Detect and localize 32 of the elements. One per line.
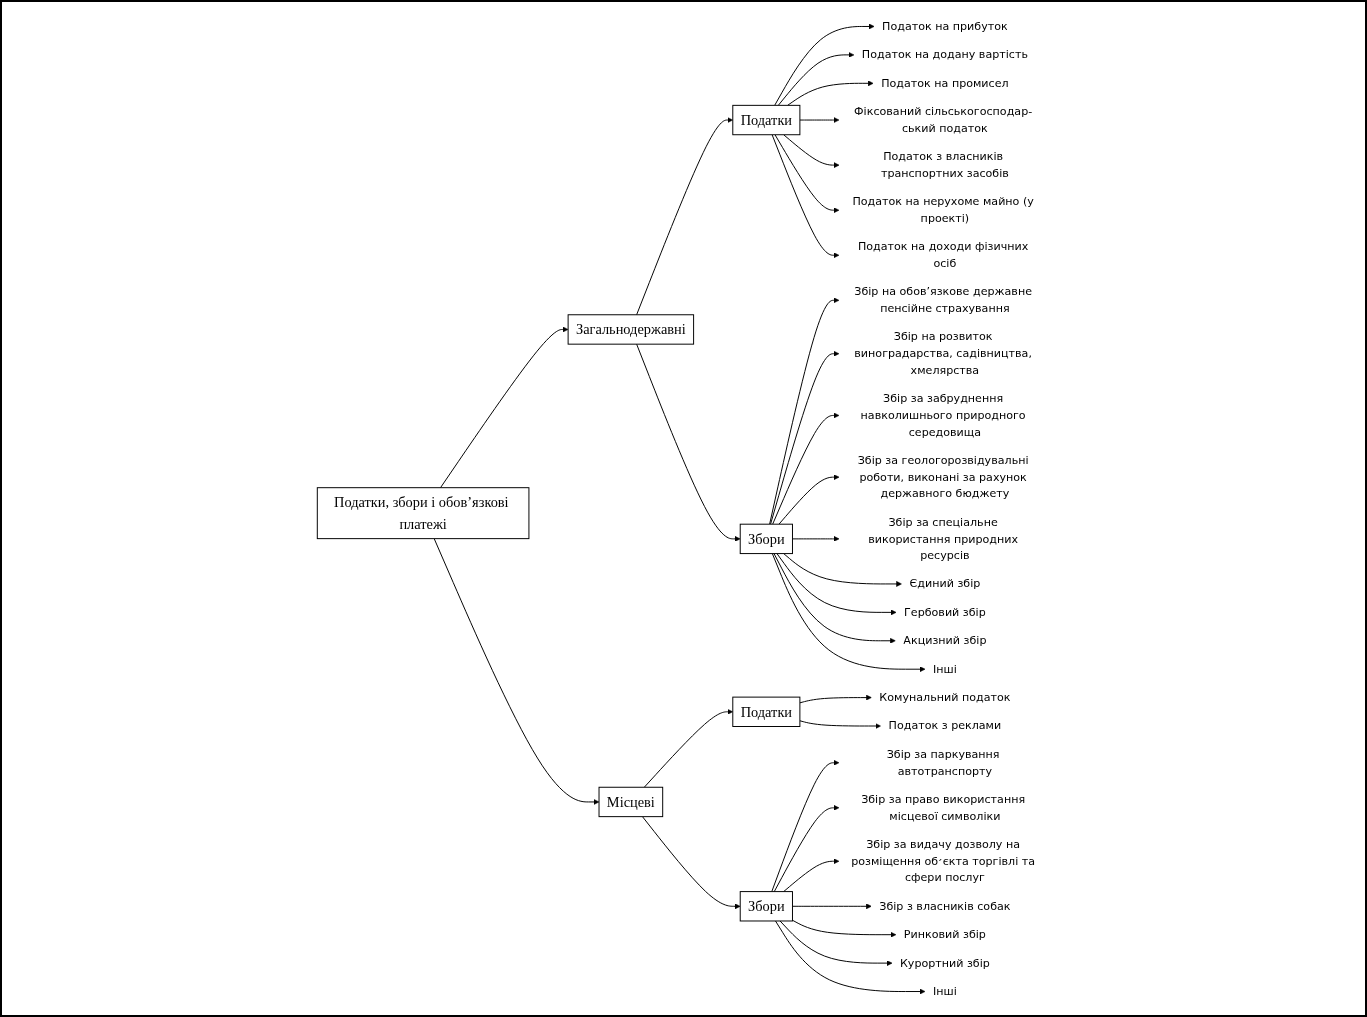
node-text: Гербовий збір: [903, 604, 986, 618]
node-text: Збір за паркування автотранспорту: [886, 746, 1000, 777]
node-text: Акцизний збір: [902, 633, 986, 647]
node-text: Ринковий збір: [903, 927, 986, 941]
node-text: Збір з власників собак: [878, 898, 1010, 912]
node-box: Податки: [731, 696, 800, 727]
node-text: Податок на додану вартість: [861, 47, 1028, 61]
node-box: Збори: [739, 523, 793, 554]
node-box: Збори: [739, 890, 793, 921]
node-box: Податки: [731, 104, 800, 135]
node-text: Податок на доходи фізичних осіб: [857, 239, 1028, 270]
node-text: Курортний збір: [899, 955, 990, 969]
node-text: Єдиний збір: [909, 576, 980, 590]
node-text: Податок з власників транспортних засобів: [880, 149, 1009, 179]
node-text: Збір за право використання місцевої символіки: [860, 791, 1025, 822]
node-text: Податок з реклами: [888, 718, 1001, 732]
node-text: Податок на промисел: [880, 75, 1009, 89]
node-text: Збір на розвиток виноградарства, садівництва, хмелярства: [853, 329, 1032, 376]
node-text: Податок на прибуток: [881, 18, 1008, 33]
node-text: Збір за спеціальне використання природних ресурсів: [867, 514, 1018, 562]
node-text: Збір на обов’язкове державне пенсійне страхування: [853, 284, 1032, 315]
node-text: Збір за геологорозвідувальні роботи, виконані за рахунок державного бюджету: [857, 452, 1029, 500]
node-text: Комунальний податок: [878, 690, 1010, 704]
node-text: Збір за забруднення навколишнього природного середовища: [860, 391, 1026, 438]
node-text: Інші: [932, 661, 957, 675]
node-text: Збір за видачу дозволу на розміщення об׳єкта торгівлі та сфери послуг: [850, 837, 1035, 884]
node-box: Податки, збори і обов’язкові платежі: [316, 486, 529, 539]
node-box: Місцеві: [598, 786, 663, 817]
node-text: Інші: [932, 984, 957, 998]
node-text: Податок на нерухоме майно (у проекті): [851, 194, 1034, 225]
node-box: Загальнодержавні: [567, 313, 694, 345]
node-text: Фіксований сільськогосподар- ський податок: [853, 104, 1032, 134]
